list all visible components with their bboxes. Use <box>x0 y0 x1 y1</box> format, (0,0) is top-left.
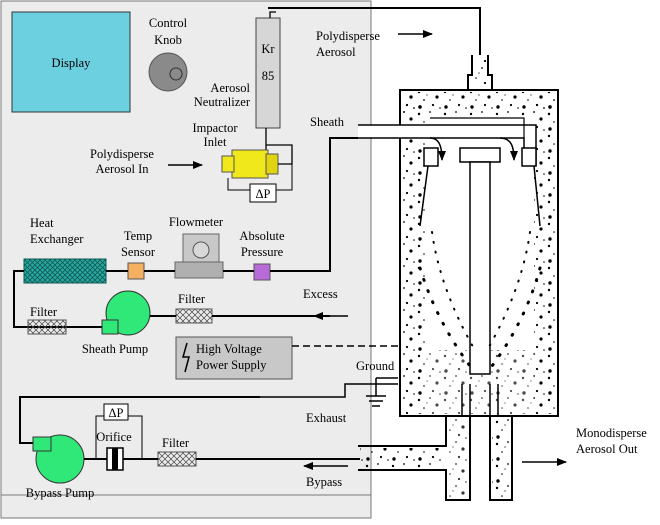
impactor-outlet <box>265 153 279 175</box>
orifice-dp-gauge <box>103 403 129 421</box>
temp-sensor-label-1: Temp <box>124 229 152 243</box>
line-neutralizer-to-dma <box>268 7 481 55</box>
bypass-pump-port <box>32 436 52 452</box>
dma-skirt <box>419 165 541 227</box>
filter-1 <box>27 319 67 335</box>
hv-label-2: Power Supply <box>196 358 267 372</box>
poly-in-label-1: Polydisperse <box>90 147 154 161</box>
bypass-label: Bypass <box>306 475 342 489</box>
trajectory-left-2 <box>418 266 472 368</box>
impactor-dp-gauge <box>249 183 277 203</box>
hv-label-1: High Voltage <box>196 342 262 356</box>
impactor-label-1: Impactor <box>192 121 238 135</box>
poly-in-label-2: Aerosol In <box>95 162 149 176</box>
heat-exchanger <box>23 258 107 284</box>
control-knob-center <box>169 67 183 81</box>
lightning-icon <box>182 342 190 373</box>
mono-duct-aerosol <box>492 418 510 498</box>
dma-exit-slit <box>461 384 499 416</box>
filter-2-label: Filter <box>178 292 206 306</box>
excess-label: Excess <box>303 287 338 301</box>
filter-2 <box>175 308 213 324</box>
mono-out-label-1: Monodisperse <box>576 426 647 440</box>
abs-pressure-label-1: Absolute <box>239 229 285 243</box>
exhaust-line <box>19 396 260 444</box>
heat-exchanger-label-2: Exchanger <box>30 232 84 246</box>
impactor-dp-label: ΔP <box>256 187 271 201</box>
sheath-pump-label: Sheath Pump <box>82 342 148 356</box>
orifice-dp-label: ΔP <box>109 406 124 420</box>
dma-bottom-ducts <box>358 416 513 501</box>
neutralizer-label-2: Neutralizer <box>194 95 251 109</box>
panel-base <box>0 494 372 519</box>
impactor-to-neutralizer <box>266 144 293 165</box>
dma-left-lip <box>423 147 439 167</box>
temp-sensor-label-2: Sensor <box>121 245 156 259</box>
control-knob <box>148 52 188 92</box>
poly-top-label-1: Polydisperse <box>316 29 380 43</box>
impactor-body <box>231 149 269 179</box>
center-rod-cap <box>459 147 501 163</box>
kr85-label-2: 85 <box>262 69 275 83</box>
control-knob-label-1: Control <box>149 16 188 30</box>
dma-right-aerosol <box>534 92 556 414</box>
sheath-flow-right <box>499 137 518 161</box>
mono-out-label-2: Aerosol Out <box>576 442 638 456</box>
filter-3 <box>157 451 197 467</box>
sheath-inner-wall <box>430 117 525 138</box>
flowmeter-label: Flowmeter <box>169 215 224 229</box>
neutralizer-top-line <box>269 11 276 18</box>
bypass-duct-aerosol <box>360 448 444 468</box>
high-voltage-supply <box>175 336 293 380</box>
trajectory-right-1 <box>485 231 531 353</box>
neutralizer-label-1: Aerosol <box>210 81 250 95</box>
heat-exchanger-label-1: Heat <box>30 216 54 230</box>
flowmeter-base <box>174 261 224 279</box>
abs-pressure-label-2: Pressure <box>241 245 284 259</box>
orifice-label: Orifice <box>96 430 132 444</box>
kr85-label-1: Kr <box>261 42 275 56</box>
absolute-pressure-sensor <box>253 263 271 281</box>
trajectory-left-1 <box>431 231 477 353</box>
flowmeter-dial <box>192 241 210 259</box>
orifice-plate <box>112 448 118 470</box>
exhaust-to-dma <box>260 383 398 398</box>
control-knob-label-2: Knob <box>154 33 182 47</box>
dma-right-lip <box>521 147 537 167</box>
display-label: Display <box>52 56 92 70</box>
dma-left-aerosol <box>402 92 426 414</box>
filter-1-label: Filter <box>30 305 58 319</box>
center-rod <box>469 161 491 375</box>
dma-top-aerosol <box>402 92 556 116</box>
dma-top-inlet <box>467 55 493 90</box>
bypass-pump-label: Bypass Pump <box>26 486 94 500</box>
trajectory-right-2 <box>490 266 542 368</box>
display-screen <box>11 11 131 113</box>
sheath-pump-port <box>101 319 119 335</box>
exhaust-label: Exhaust <box>306 411 347 425</box>
impactor-inlet <box>221 155 235 173</box>
sheath-line <box>106 137 358 272</box>
ground-icon <box>366 378 386 407</box>
neutralizer-tube <box>255 17 281 129</box>
exit-duct-aerosol-left <box>448 418 468 498</box>
poly-top-label-2: Aerosol <box>316 45 356 59</box>
dma-inlet-aerosol <box>474 57 486 89</box>
filter-3-label: Filter <box>162 436 190 450</box>
sheath-label: Sheath <box>310 115 345 129</box>
ground-label: Ground <box>356 359 395 373</box>
impactor-label-2: Inlet <box>204 135 227 149</box>
temp-sensor <box>127 262 145 280</box>
sheath-flow-left <box>429 137 446 161</box>
